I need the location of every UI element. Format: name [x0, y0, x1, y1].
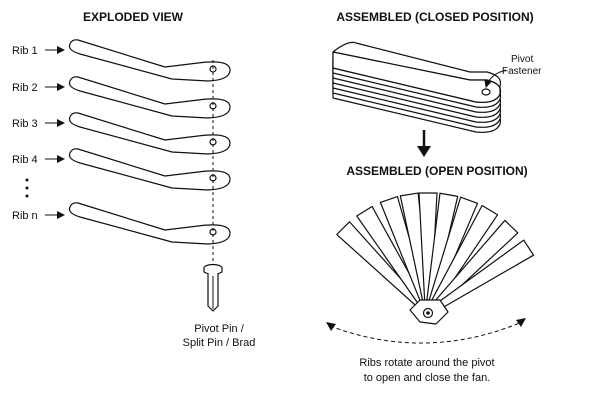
rib-label-n: Rib n — [12, 210, 38, 222]
pivot-pin — [203, 263, 223, 312]
rib-label-4: Rib 4 — [12, 154, 38, 166]
rib-plate — [68, 148, 231, 191]
exploded-rib — [68, 76, 231, 119]
pivot-fastener-leader — [484, 69, 507, 88]
pin-label-line2: Split Pin / Brad — [183, 337, 256, 349]
rib-label-3: Rib 3 — [12, 118, 38, 130]
fan-pivot-center — [426, 311, 430, 315]
rib-label-1: Rib 1 — [12, 45, 38, 57]
rotation-arc — [329, 321, 523, 344]
caption-line2: to open and close the fan. — [364, 372, 491, 384]
rotation-arrow-left-icon — [326, 322, 336, 331]
caption-line1: Ribs rotate around the pivot — [359, 357, 494, 369]
exploded-ribs — [68, 39, 231, 245]
pivot-label-line2: Fastener — [502, 66, 542, 77]
down-arrow-icon — [417, 130, 431, 157]
rib-plate — [68, 202, 231, 245]
closed-rib-stack — [332, 41, 502, 133]
open-fan-ribs — [336, 192, 535, 325]
exploded-rib — [68, 202, 231, 245]
rib-label-2: Rib 2 — [12, 82, 38, 94]
rib-plate — [68, 76, 231, 119]
ellipsis-dot — [25, 186, 29, 190]
pin-label-line1: Pivot Pin / — [194, 323, 244, 335]
rib-plate — [68, 112, 231, 155]
exploded-rib — [68, 148, 231, 191]
ellipsis-dot — [25, 194, 29, 198]
ellipsis-dot — [25, 178, 29, 182]
exploded-rib — [68, 39, 231, 82]
rib-plate — [68, 39, 231, 82]
exploded-rib — [68, 112, 231, 155]
open-position-title: ASSEMBLED (OPEN POSITION) — [346, 164, 527, 178]
pivot-label-line1: Pivot — [511, 54, 533, 65]
closed-position-title: ASSEMBLED (CLOSED POSITION) — [336, 10, 533, 24]
stack-top-edge — [332, 41, 502, 94]
exploded-view-title: EXPLODED VIEW — [83, 10, 184, 24]
rotation-arrow-right-icon — [516, 318, 526, 327]
pivot-fastener-icon — [481, 88, 491, 96]
